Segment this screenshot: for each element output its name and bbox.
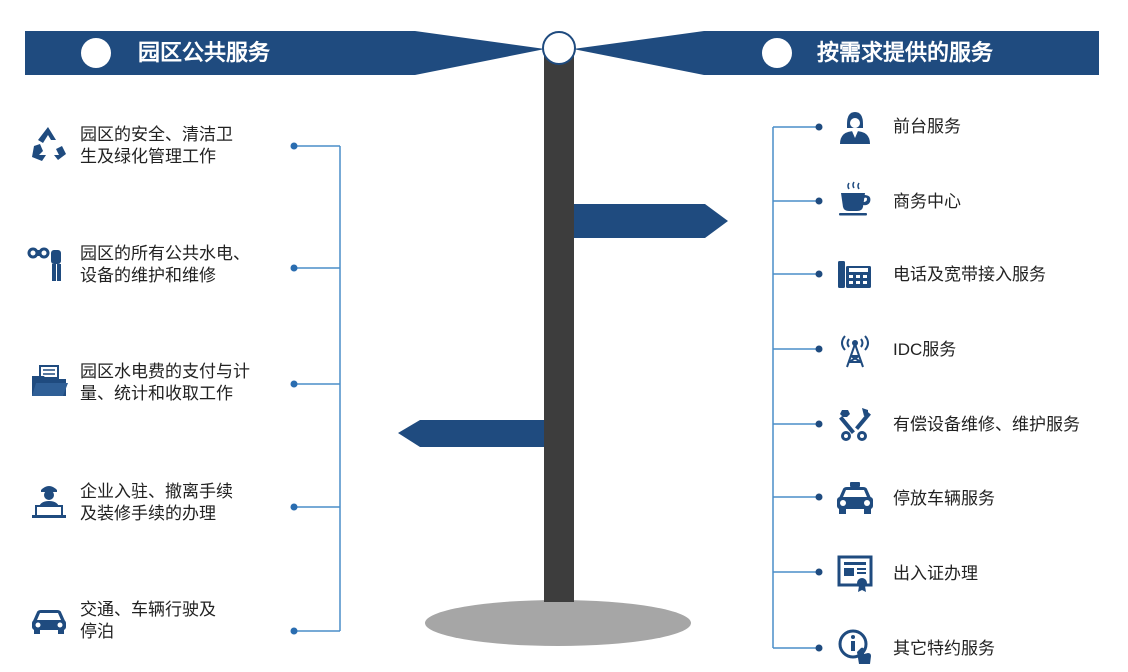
left-header-circle xyxy=(81,38,111,68)
left-item-4-line2: 及装修手续的办理 xyxy=(80,504,216,523)
left-item-5-line2: 停泊 xyxy=(80,622,114,641)
left-item-1: 园区的安全、清洁卫 生及绿化管理工作 xyxy=(80,124,233,168)
certificate-icon xyxy=(837,555,873,592)
right-connector xyxy=(772,126,819,649)
left-item-3-line2: 量、统计和收取工作 xyxy=(80,384,233,403)
left-item-2-line2: 设备的维护和维修 xyxy=(80,266,216,285)
pole-top-circle xyxy=(542,31,576,65)
tools-icon xyxy=(839,408,871,441)
left-item-5: 交通、车辆行驶及 停泊 xyxy=(80,599,216,643)
right-item-6-label: 停放车辆服务 xyxy=(893,489,995,508)
receptionist-icon xyxy=(840,112,870,144)
right-item-5-label: 有偿设备维修、维护服务 xyxy=(893,415,1080,434)
left-banner-pointer xyxy=(415,31,545,75)
coffee-cup-icon xyxy=(839,181,871,216)
right-item-7-label: 出入证办理 xyxy=(893,564,978,583)
left-item-4-line1: 企业入驻、撤离手续 xyxy=(80,482,233,501)
left-panel-title: 园区公共服务 xyxy=(138,40,271,65)
recycle-icon xyxy=(32,127,66,161)
right-header-circle xyxy=(762,38,792,68)
taxi-icon xyxy=(837,482,873,514)
left-connector xyxy=(294,145,341,632)
right-banner-pointer xyxy=(573,31,704,75)
binoculars-person-icon xyxy=(27,247,61,281)
right-item-2-label: 商务中心 xyxy=(893,192,961,211)
left-item-3: 园区水电费的支付与计 量、统计和收取工作 xyxy=(80,361,250,405)
left-panel-header: 园区公共服务 xyxy=(25,31,415,75)
right-item-1-label: 前台服务 xyxy=(893,117,961,136)
right-panel-title: 按需求提供的服务 xyxy=(817,40,994,65)
info-hand-icon xyxy=(838,629,871,664)
left-arrow-sign xyxy=(398,420,544,447)
right-item-8-label: 其它特约服务 xyxy=(893,639,995,658)
telephone-icon xyxy=(838,261,871,288)
left-connector-dots xyxy=(290,142,298,635)
left-item-2: 园区的所有公共水电、 设备的维护和维修 xyxy=(80,243,250,287)
car-icon xyxy=(32,610,66,634)
right-item-4-label: IDC服务 xyxy=(893,340,957,359)
antenna-tower-icon xyxy=(841,335,869,368)
right-arrow-sign xyxy=(574,204,728,238)
left-item-3-line1: 园区水电费的支付与计 xyxy=(80,362,250,381)
right-connector-dots xyxy=(815,123,823,652)
left-item-1-line1: 园区的安全、清洁卫 xyxy=(80,125,233,144)
left-item-4: 企业入驻、撤离手续 及装修手续的办理 xyxy=(80,481,233,525)
right-panel-header: 按需求提供的服务 xyxy=(704,31,1099,75)
worker-laptop-icon xyxy=(32,486,66,518)
signpost-pole xyxy=(544,50,574,602)
folder-files-icon xyxy=(32,365,68,396)
signpost-base xyxy=(425,600,691,646)
left-item-5-line1: 交通、车辆行驶及 xyxy=(80,600,216,619)
left-item-1-line2: 生及绿化管理工作 xyxy=(80,147,216,166)
right-item-3-label: 电话及宽带接入服务 xyxy=(893,265,1046,284)
left-item-2-line1: 园区的所有公共水电、 xyxy=(80,244,250,263)
